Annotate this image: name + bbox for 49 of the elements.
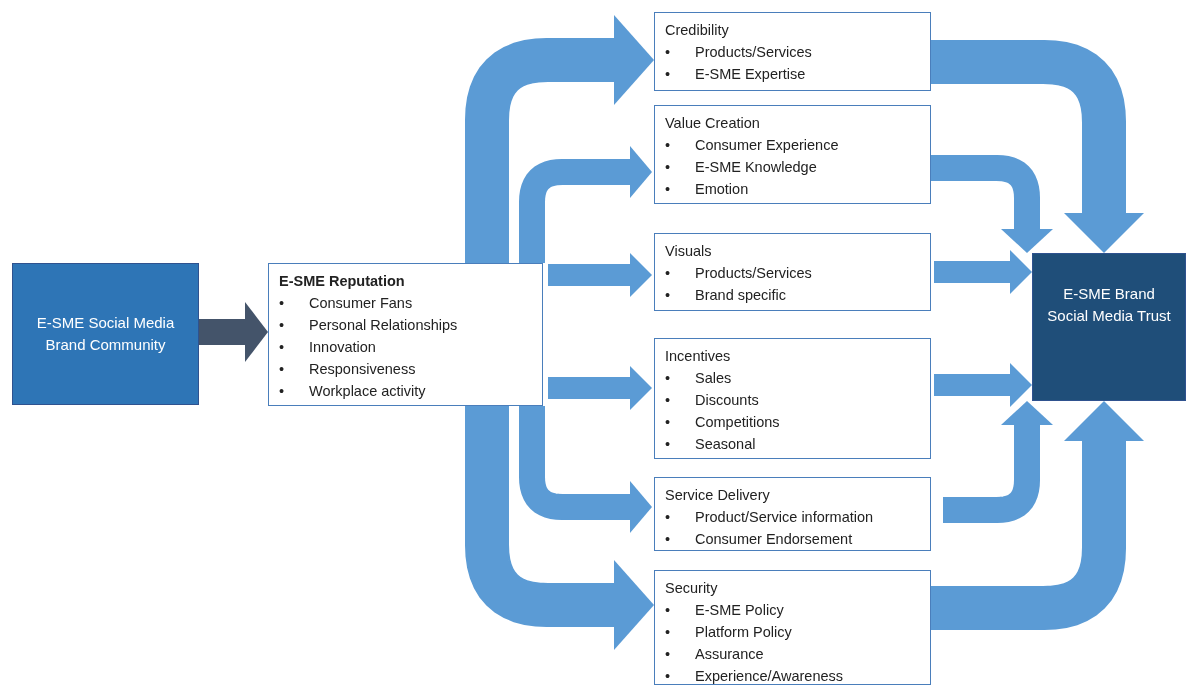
bullet-item: • E-SME Expertise [665,65,807,84]
bullet-item: • E-SME Policy [665,601,785,620]
bullet-item: • Brand specific [665,286,788,305]
box-heading: Value Creation [665,114,761,133]
process-box [654,105,931,204]
block-arrow [465,406,654,650]
process-box [654,570,931,685]
block-arrow [548,253,652,297]
bullet-item: • Emotion [665,180,750,199]
bullet-item: • Consumer Endorsement [665,530,854,549]
box-heading: Security [665,579,719,598]
bullet-item: • Workplace activity [279,382,427,401]
box-heading: E-SME Reputation [279,272,406,291]
process-box [654,477,931,551]
bullet-item: • Consumer Fans [279,294,414,313]
block-arrow [519,406,652,533]
box-heading: Visuals [665,242,713,261]
bullet-item: • Product/Service information [665,508,875,527]
block-arrow [199,302,268,362]
process-box [268,263,543,406]
block-arrow [519,146,652,263]
filled-box [12,263,199,405]
block-arrow [465,15,654,263]
box-label: E-SME Brand Social Media Trust [1046,284,1172,326]
process-box [654,12,931,91]
block-arrow [548,366,652,410]
bullet-item: • Experience/Awareness [665,667,845,686]
block-arrow [934,363,1032,407]
bullet-item: • Products/Services [665,43,813,62]
bullet-item: • Discounts [665,391,760,410]
bullet-item: • Consumer Experience [665,136,840,155]
bullet-item: • Personal Relationships [279,316,459,335]
bullet-item: • Platform Policy [665,623,793,642]
bullet-item: • Responsiveness [279,360,417,379]
bullet-item: • Seasonal [665,435,757,454]
bullet-item: • Assurance [665,645,765,664]
bullet-item: • Competitions [665,413,781,432]
process-box [654,338,931,459]
box-heading: Credibility [665,21,730,40]
process-box [654,233,931,311]
filled-box [1032,253,1186,401]
box-label: E-SME Social Media Brand Community [35,313,176,355]
bullet-item: • Sales [665,369,733,388]
bullet-item: • Products/Services [665,264,813,283]
box-heading: Service Delivery [665,486,771,505]
bullet-item: • E-SME Knowledge [665,158,818,177]
block-arrow [934,250,1032,294]
bullet-item: • Innovation [279,338,377,357]
box-heading: Incentives [665,347,732,366]
